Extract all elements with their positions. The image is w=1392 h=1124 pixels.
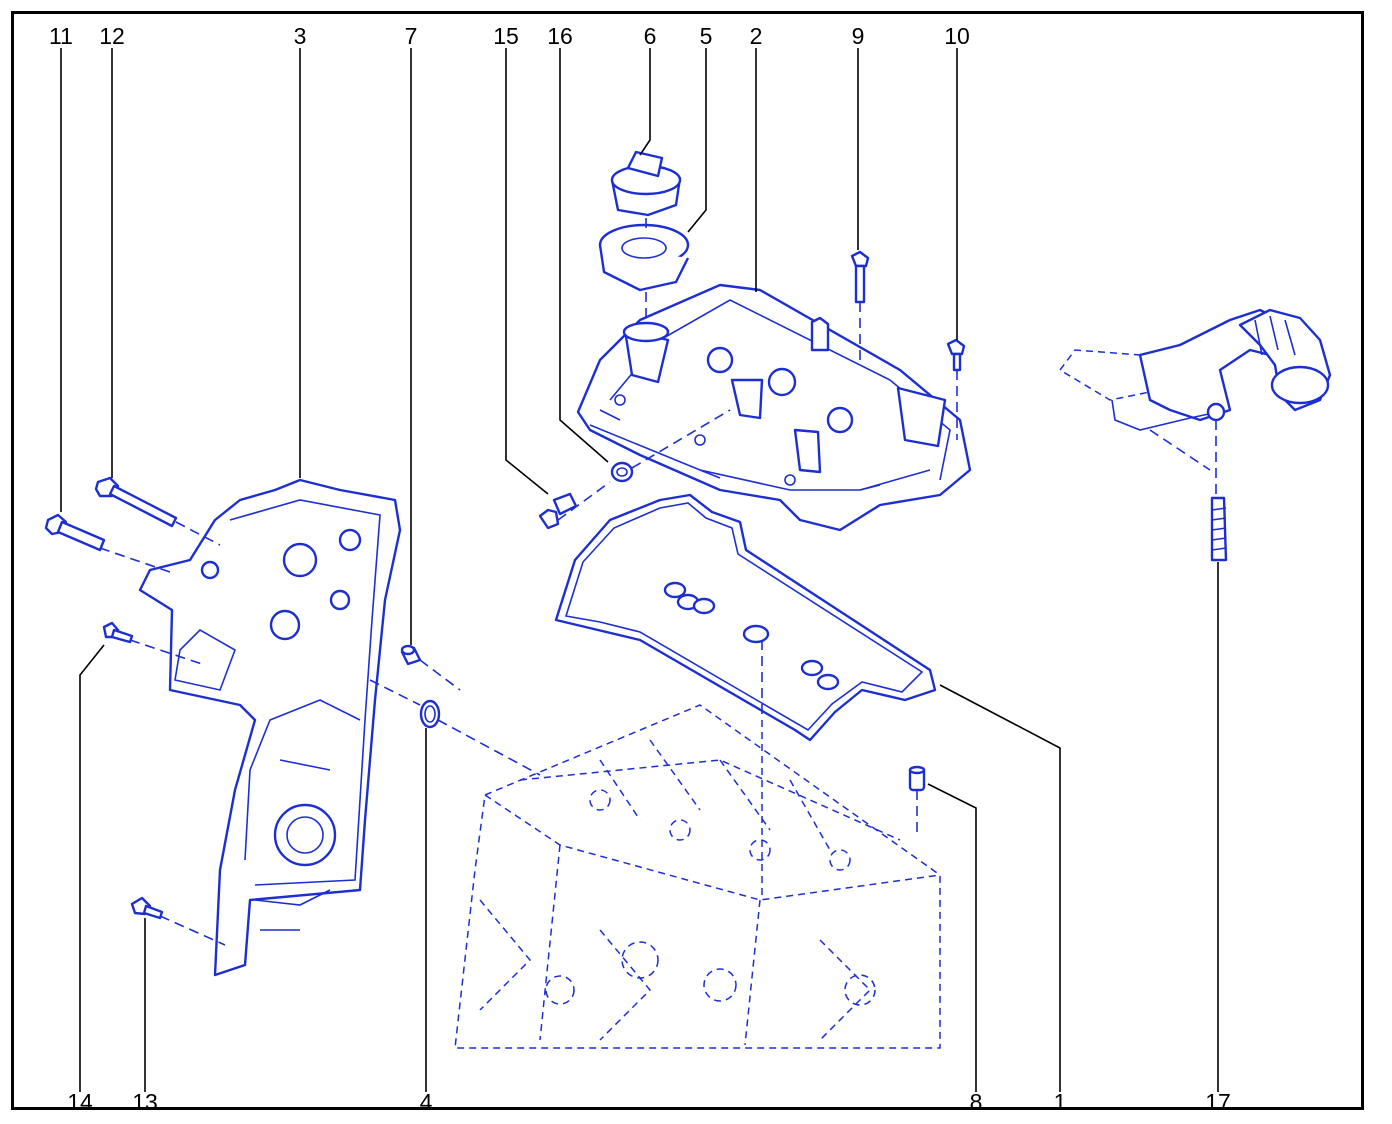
callout-3: 3 [294, 23, 307, 49]
dowel-7 [400, 644, 422, 666]
callout-10: 10 [944, 23, 970, 49]
callout-17: 17 [1205, 1089, 1231, 1115]
callout-12: 12 [99, 23, 125, 49]
bolt-9 [850, 250, 870, 304]
bolt-14 [102, 621, 134, 644]
o-ring-4 [419, 699, 441, 729]
stud-17 [1210, 496, 1228, 562]
bolt-12 [94, 476, 178, 528]
fitting-15 [538, 492, 578, 530]
callout-1: 1 [1054, 1089, 1067, 1115]
callout-7: 7 [405, 23, 418, 49]
callout-5: 5 [700, 23, 713, 49]
callout-labels: 11 12 3 7 15 16 6 5 2 9 10 14 13 4 8 1 1… [49, 23, 1231, 1115]
bolt-11 [44, 513, 106, 552]
callout-6: 6 [644, 23, 657, 49]
callout-8: 8 [970, 1089, 983, 1115]
air-intake-hose [1058, 308, 1332, 431]
cap-seal-5 [598, 223, 690, 292]
callout-4: 4 [420, 1089, 433, 1115]
spark-plug-seals [663, 581, 840, 691]
oil-filler-cap-6 [610, 150, 682, 217]
callout-16: 16 [547, 23, 573, 49]
timing-cover [138, 478, 402, 977]
assembly-lines [99, 218, 1217, 946]
callout-14: 14 [67, 1089, 93, 1115]
callout-15: 15 [493, 23, 519, 49]
bolt-10 [946, 338, 966, 372]
valve-cover-2 [576, 283, 972, 532]
callout-9: 9 [852, 23, 865, 49]
dowel-8 [908, 765, 926, 792]
callout-2: 2 [750, 23, 763, 49]
leader-lines [60, 48, 1219, 1092]
grommet-16 [610, 461, 634, 483]
callout-11: 11 [49, 23, 73, 49]
valve-cover-gasket-1 [554, 493, 937, 742]
callout-13: 13 [132, 1089, 158, 1115]
bolt-13 [130, 896, 164, 920]
engine-block [454, 704, 941, 1049]
